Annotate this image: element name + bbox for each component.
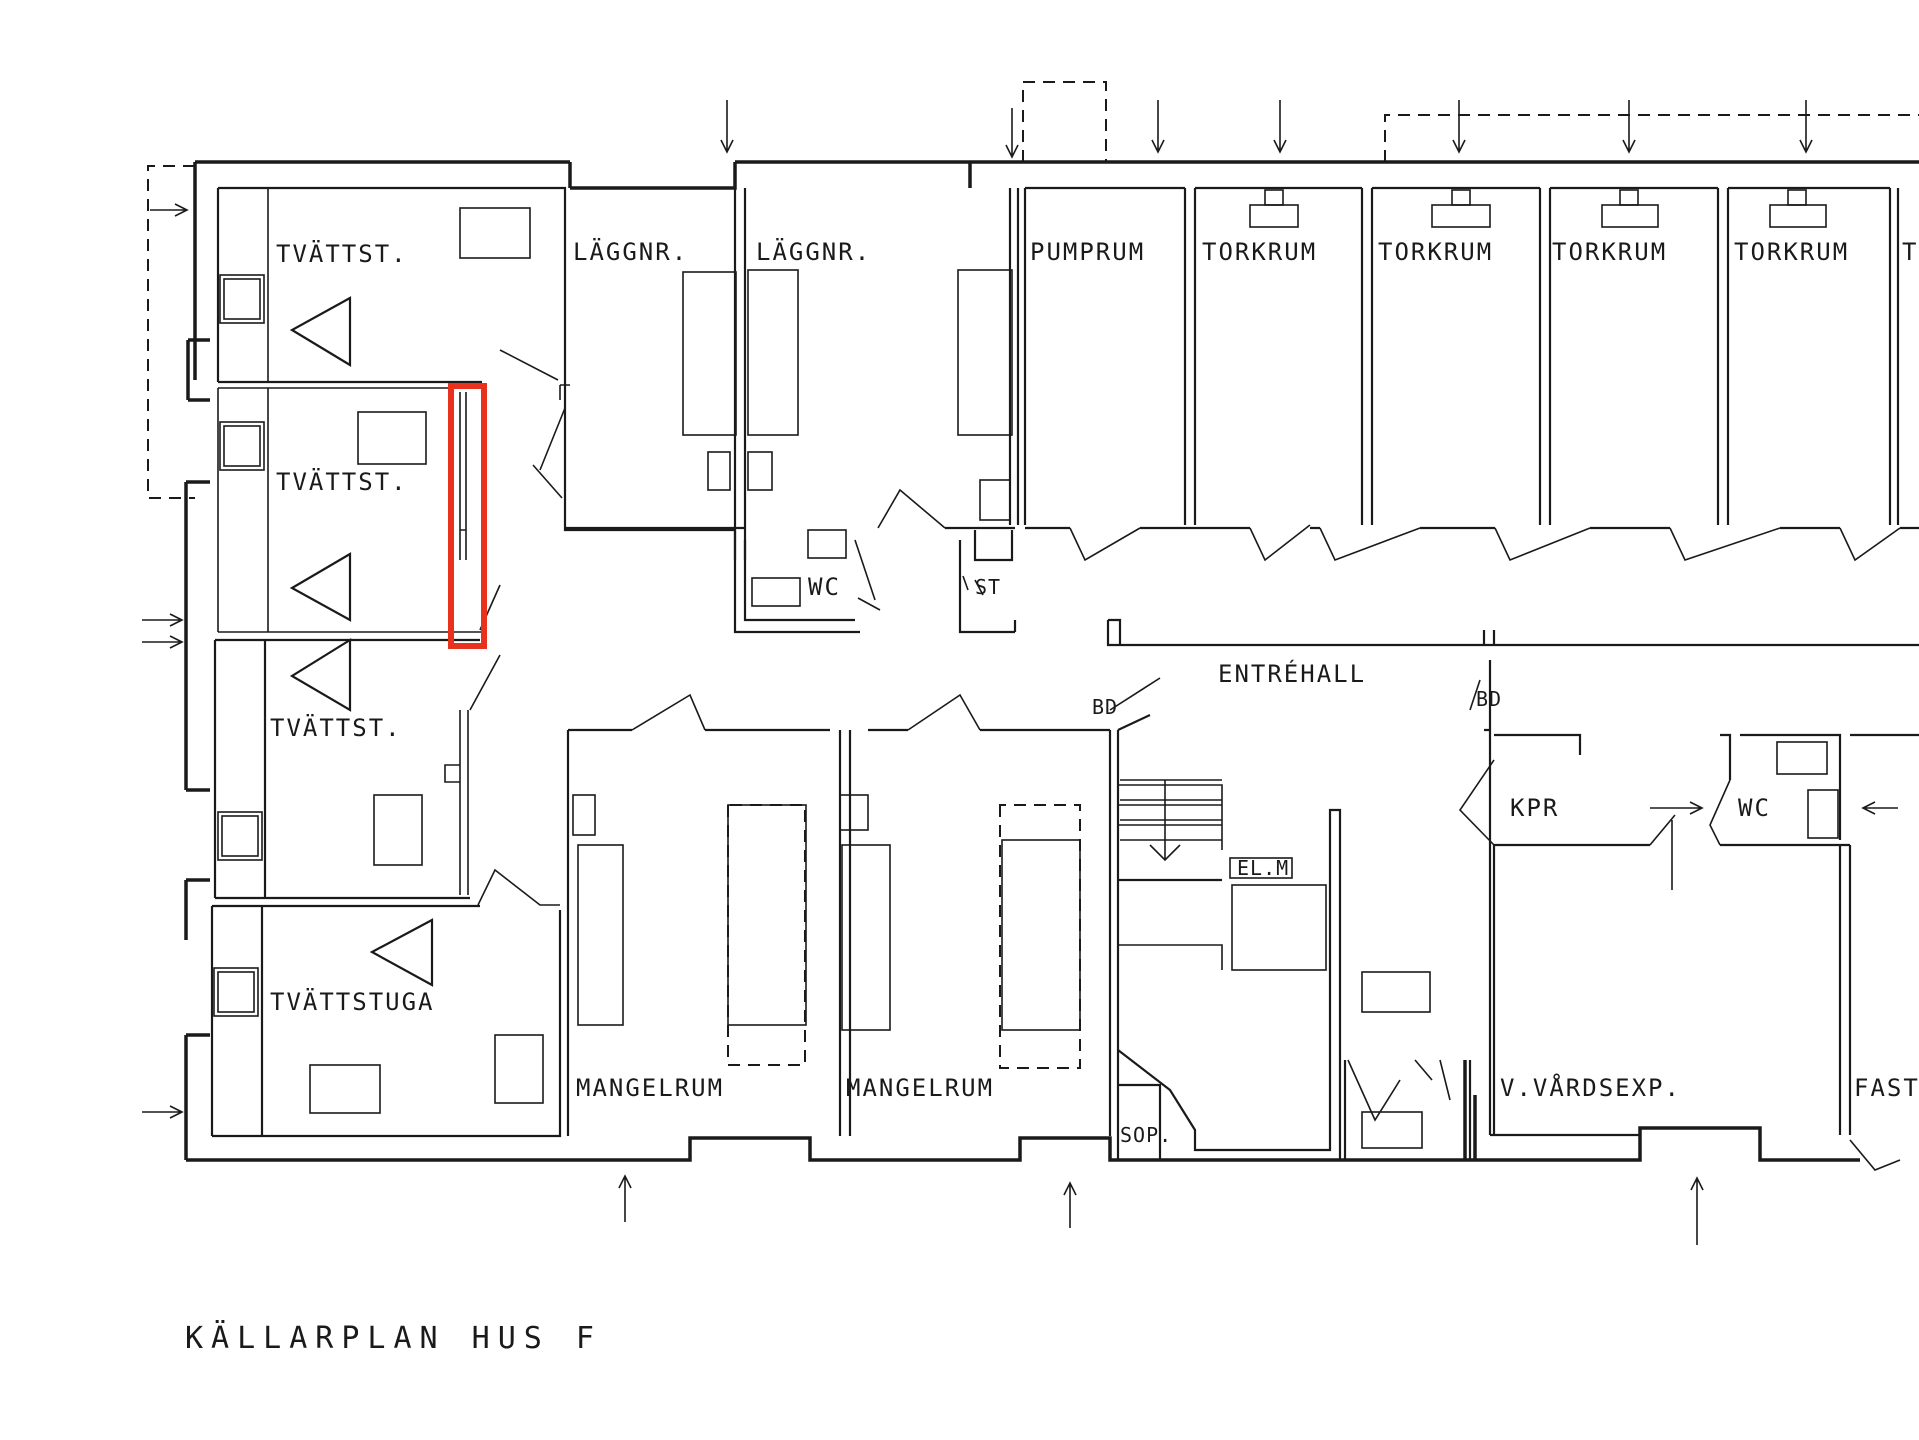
dashed-outlines [147, 81, 1919, 499]
room-label-pumprum: PUMPRUM [1030, 238, 1145, 266]
room-label-mangelrum-2: MANGELRUM [846, 1074, 994, 1102]
room-label-wc-1: WC [808, 573, 841, 601]
room-labels: TVÄTTST. TVÄTTST. TVÄTTST. TVÄTTSTUGA LÄ… [270, 237, 1919, 1147]
room-label-st: ST [975, 575, 1001, 599]
lower-rooms [566, 618, 1919, 1171]
room-label-tvattst-2: TVÄTTST. [276, 467, 408, 496]
room-label-torkrum-1: TORKRUM [1202, 238, 1317, 266]
room-label-torkrum-2: TORKRUM [1378, 238, 1493, 266]
room-label-laggnr-2: LÄGGNR. [756, 237, 871, 266]
room-label-entrehall: ENTRÉHALL [1218, 659, 1366, 688]
room-label-sop: SOP. [1120, 1123, 1172, 1147]
room-label-laggnr-1: LÄGGNR. [573, 237, 688, 266]
room-label-torkrum-5: T [1902, 238, 1918, 266]
room-label-tvattst-3: TVÄTTST. [270, 713, 402, 742]
laundry-wing [210, 186, 570, 1138]
room-label-bd-right: BD [1476, 687, 1502, 711]
room-label-mangelrum-1: MANGELRUM [576, 1074, 724, 1102]
stair [1120, 779, 1222, 862]
room-label-el-m: EL.M [1237, 856, 1289, 880]
room-label-vardsexp: V.VÅRDSEXP. [1500, 1073, 1681, 1102]
room-label-bd-left: BD [1092, 695, 1118, 719]
room-label-wc-2: WC [1738, 794, 1771, 822]
flow-arrows [142, 100, 1898, 1245]
room-label-kpr: KPR [1510, 794, 1559, 822]
upper-rooms [563, 186, 1919, 634]
room-label-tvattstuga: TVÄTTSTUGA [270, 987, 435, 1016]
room-label-torkrum-3: TORKRUM [1552, 238, 1667, 266]
room-label-fast: FAST [1854, 1074, 1919, 1102]
room-label-torkrum-4: TORKRUM [1734, 238, 1849, 266]
highlighted-wall-segment [448, 383, 487, 649]
exterior-walls [184, 160, 1919, 1162]
room-label-tvattst-1: TVÄTTST. [276, 239, 408, 268]
plan-title: KÄLLARPLAN HUS F [185, 1320, 602, 1356]
